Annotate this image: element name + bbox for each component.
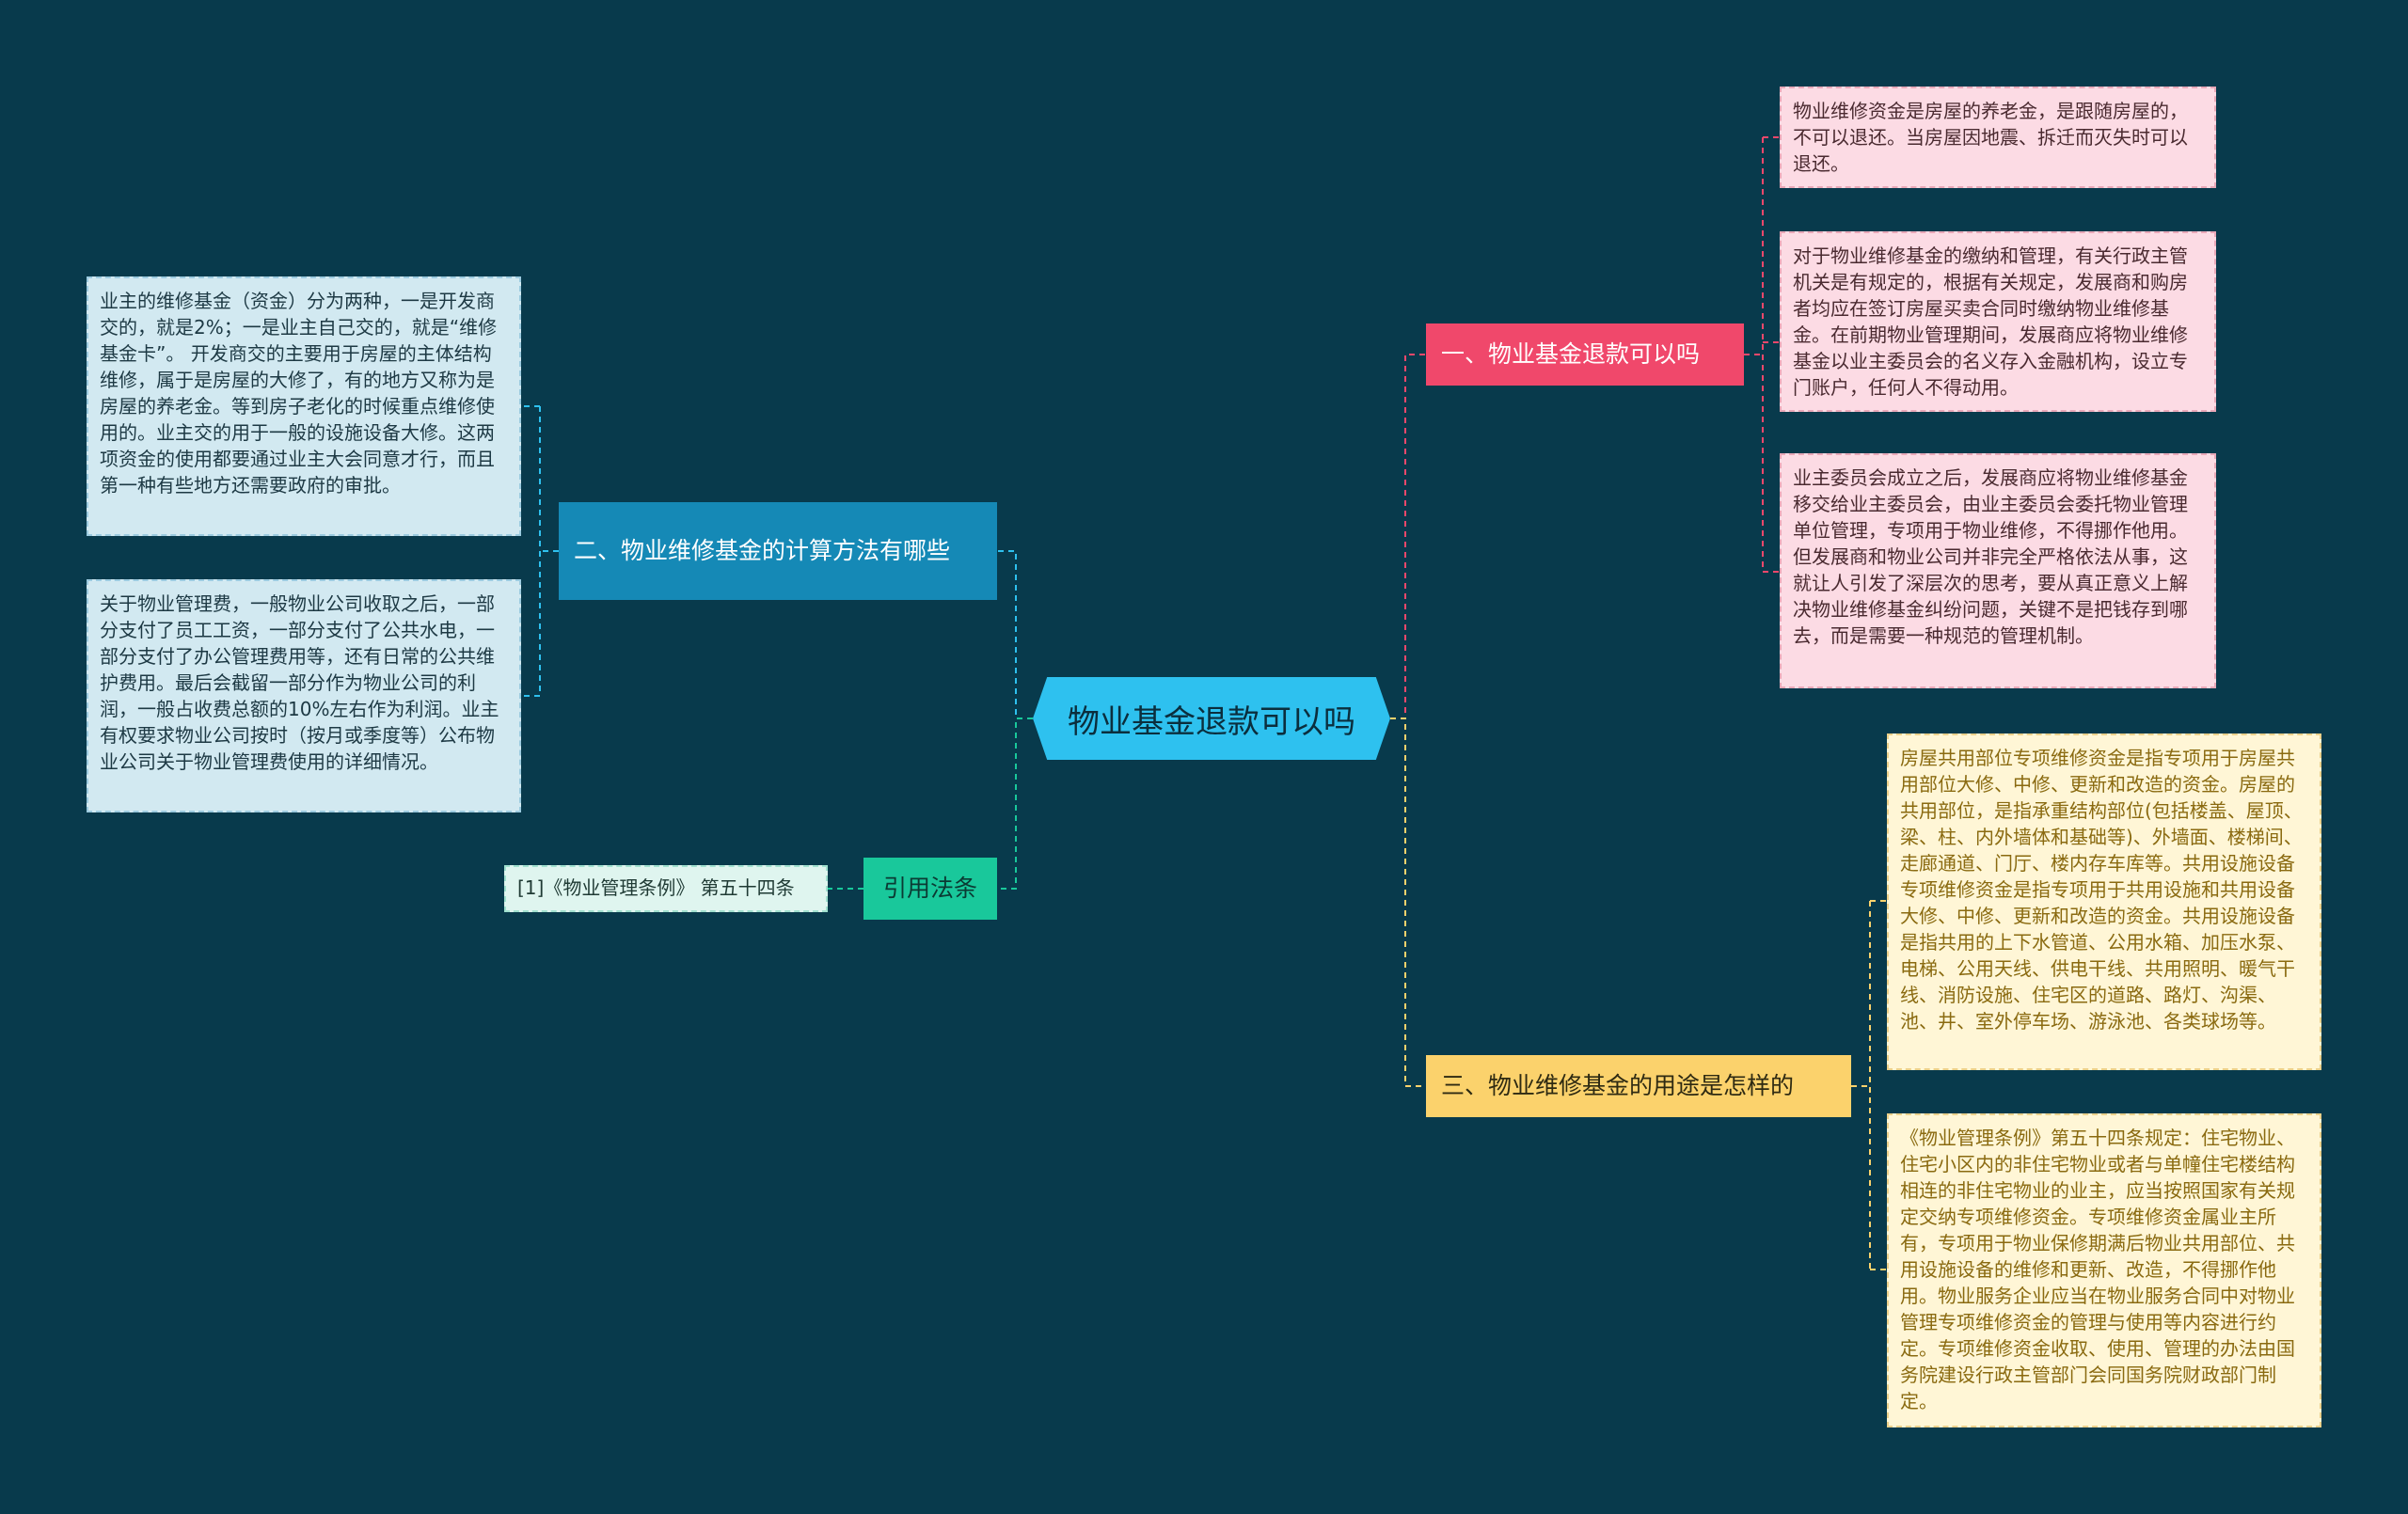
leaf-text: 关于物业管理费，一般物业公司收取之后，一部分支付了员工工资，一部分支付了公共水电… (100, 592, 499, 773)
link-center-b1 (1390, 354, 1426, 719)
leaf-usage-1[interactable]: 房屋共用部位专项维修资金是指专项用于房屋共用部位大修、中修、更新和改造的资金。房… (1887, 733, 2321, 1070)
link-center-b2 (997, 550, 1033, 719)
branch-calculation[interactable]: 二、物业维修基金的计算方法有哪些 (559, 502, 997, 600)
leaf-text: [1]《物业管理条例》 第五十四条 (517, 876, 795, 899)
leaf-text: 业主委员会成立之后，发展商应将物业维修基金移交给业主委员会，由业主委员会委托物业… (1793, 466, 2188, 647)
branch-refund[interactable]: 一、物业基金退款可以吗 (1426, 323, 1744, 386)
leaf-text: 对于物业维修基金的缴纳和管理，有关行政主管机关是有规定的，根据有关规定，发展商和… (1793, 244, 2188, 399)
leaf-refund-3[interactable]: 业主委员会成立之后，发展商应将物业维修基金移交给业主委员会，由业主委员会委托物业… (1780, 453, 2216, 688)
link-b2-leaves (521, 405, 559, 697)
link-center-b3 (997, 718, 1033, 890)
leaf-text: 物业维修资金是房屋的养老金，是跟随房屋的，不可以退还。当房屋因地震、拆迁而灭失时… (1793, 100, 2188, 175)
link-b4-leaves (1851, 900, 1887, 1270)
branch-law-citation[interactable]: 引用法条 (863, 858, 997, 920)
branch-law-citation-label: 引用法条 (882, 875, 977, 902)
branch-usage[interactable]: 三、物业维修基金的用途是怎样的 (1426, 1055, 1851, 1117)
leaf-text: 业主的维修基金（资金）分为两种，一是开发商交的，就是2%；一是业主自己交的，就是… (100, 290, 498, 497)
branch-calculation-label: 二、物业维修基金的计算方法有哪些 (574, 537, 951, 564)
central-topic[interactable]: 物业基金退款可以吗 (1033, 677, 1390, 760)
leaf-text: 房屋共用部位专项维修资金是指专项用于房屋共用部位大修、中修、更新和改造的资金。房… (1900, 747, 2303, 1033)
leaf-refund-1[interactable]: 物业维修资金是房屋的养老金，是跟随房屋的，不可以退还。当房屋因地震、拆迁而灭失时… (1780, 87, 2216, 188)
link-b1-leaves (1744, 136, 1780, 573)
leaf-text: 《物业管理条例》第五十四条规定：住宅物业、住宅小区内的非住宅物业或者与单幢住宅楼… (1900, 1127, 2295, 1412)
leaf-law-citation[interactable]: [1]《物业管理条例》 第五十四条 (504, 865, 828, 912)
branch-usage-label: 三、物业维修基金的用途是怎样的 (1441, 1072, 1795, 1099)
leaf-calculation-2[interactable]: 关于物业管理费，一般物业公司收取之后，一部分支付了员工工资，一部分支付了公共水电… (87, 579, 521, 812)
leaf-calculation-1[interactable]: 业主的维修基金（资金）分为两种，一是开发商交的，就是2%；一是业主自己交的，就是… (87, 276, 521, 536)
leaf-refund-2[interactable]: 对于物业维修基金的缴纳和管理，有关行政主管机关是有规定的，根据有关规定，发展商和… (1780, 231, 2216, 412)
branch-refund-label: 一、物业基金退款可以吗 (1441, 340, 1701, 368)
central-topic-label: 物业基金退款可以吗 (1068, 702, 1355, 741)
link-center-b4 (1390, 718, 1426, 1087)
leaf-usage-2[interactable]: 《物业管理条例》第五十四条规定：住宅物业、住宅小区内的非住宅物业或者与单幢住宅楼… (1887, 1113, 2321, 1427)
